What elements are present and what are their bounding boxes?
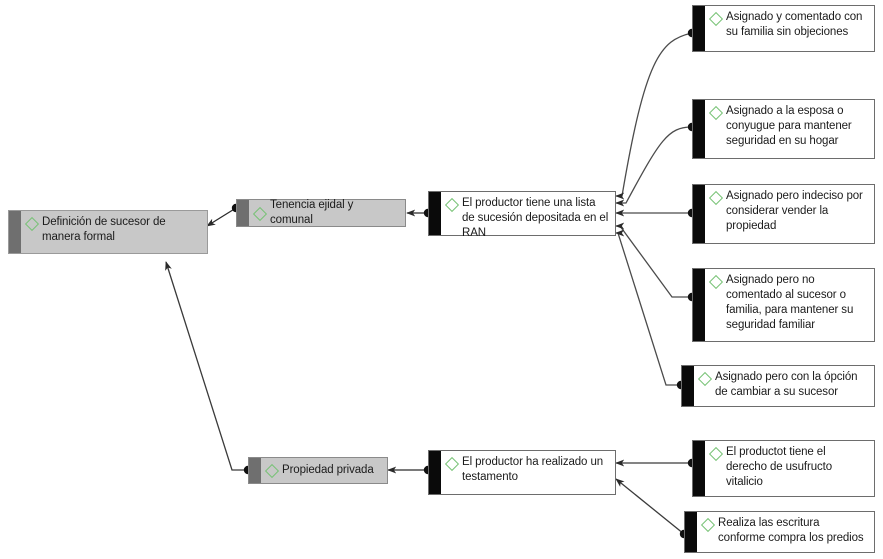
- diamond-icon: [708, 190, 723, 205]
- node-accent-bar: [693, 441, 705, 496]
- node-propiedad-privada[interactable]: Propiedad privada: [248, 457, 388, 484]
- edge-leaf5-to-lista: [615, 229, 686, 390]
- node-leaf-asignado-indeciso[interactable]: Asignado pero indeciso por considerar ve…: [692, 184, 875, 244]
- node-leaf-asignado-esposa[interactable]: Asignado a la esposa o conyugue para man…: [692, 99, 875, 159]
- node-lista-sucesion[interactable]: El productor tiene una lista de sucesión…: [428, 191, 616, 239]
- node-accent-bar: [682, 366, 694, 406]
- node-accent-bar: [693, 6, 705, 51]
- node-label: Tenencia ejidal y comunal: [270, 199, 354, 226]
- node-label: El productor ha realizado un testamento: [462, 456, 604, 483]
- edge-leaf1-to-lista: [615, 28, 697, 200]
- edge-leaf6-to-testamento: [615, 458, 697, 468]
- diamond-icon: [708, 105, 723, 120]
- node-leaf-usufructo-vitalicio[interactable]: El productot tiene el derecho de usufruc…: [692, 440, 875, 497]
- node-leaf-escritura-compra[interactable]: Realiza las escritura conforme compra lo…: [684, 511, 875, 553]
- diamond-icon: [708, 274, 723, 289]
- diamond-icon: [264, 464, 279, 479]
- edge-leaf7-to-testamento: [615, 478, 689, 539]
- node-testamento[interactable]: El productor ha realizado un testamento: [428, 450, 616, 495]
- diamond-icon: [444, 456, 459, 471]
- node-tenencia-ejidal[interactable]: Tenencia ejidal y comunal: [236, 199, 406, 227]
- diamond-icon: [708, 11, 723, 26]
- diamond-icon: [444, 197, 459, 212]
- node-label: El productor tiene una lista de sucesión…: [462, 197, 609, 239]
- diamond-icon: [697, 371, 712, 386]
- node-leaf-asignado-comentado[interactable]: Asignado y comentado con su familia sin …: [692, 5, 875, 52]
- node-label: Asignado y comentado con su familia sin …: [726, 11, 863, 38]
- node-label: Definición de sucesor de manera formal: [42, 216, 166, 243]
- edge-leaf4-to-lista: [615, 222, 697, 302]
- node-accent-bar: [9, 211, 21, 253]
- node-accent-bar: [685, 512, 697, 552]
- node-label: Asignado pero indeciso por considerar ve…: [726, 190, 863, 232]
- node-label: Realiza las escritura conforme compra lo…: [718, 517, 864, 544]
- diamond-icon: [252, 206, 267, 221]
- diamond-icon: [24, 216, 39, 231]
- node-accent-bar: [693, 269, 705, 341]
- node-label: Propiedad privada: [282, 464, 374, 476]
- edge-testamento-to-propiedad: [387, 465, 433, 475]
- node-accent-bar: [693, 185, 705, 243]
- node-accent-bar: [429, 192, 441, 235]
- diamond-icon: [700, 517, 715, 532]
- node-label: Asignado pero no comentado al sucesor o …: [726, 274, 854, 331]
- diamond-icon: [708, 446, 723, 461]
- node-label: Asignado pero con la ópción de cambiar a…: [715, 371, 858, 398]
- node-accent-bar: [237, 200, 249, 226]
- node-root[interactable]: Definición de sucesor de manera formal: [8, 210, 208, 254]
- node-accent-bar: [249, 458, 261, 483]
- node-leaf-asignado-opcion-cambiar[interactable]: Asignado pero con la ópción de cambiar a…: [681, 365, 875, 407]
- node-label: El productot tiene el derecho de usufruc…: [726, 446, 833, 488]
- edge-leaf3-to-lista: [615, 208, 697, 218]
- node-leaf-asignado-no-comentado[interactable]: Asignado pero no comentado al sucesor o …: [692, 268, 875, 342]
- node-label: Asignado a la esposa o conyugue para man…: [726, 105, 852, 147]
- edge-leaf2-to-lista: [615, 122, 697, 207]
- node-accent-bar: [693, 100, 705, 158]
- node-accent-bar: [429, 451, 441, 494]
- edge-propiedad-to-root: [165, 261, 253, 475]
